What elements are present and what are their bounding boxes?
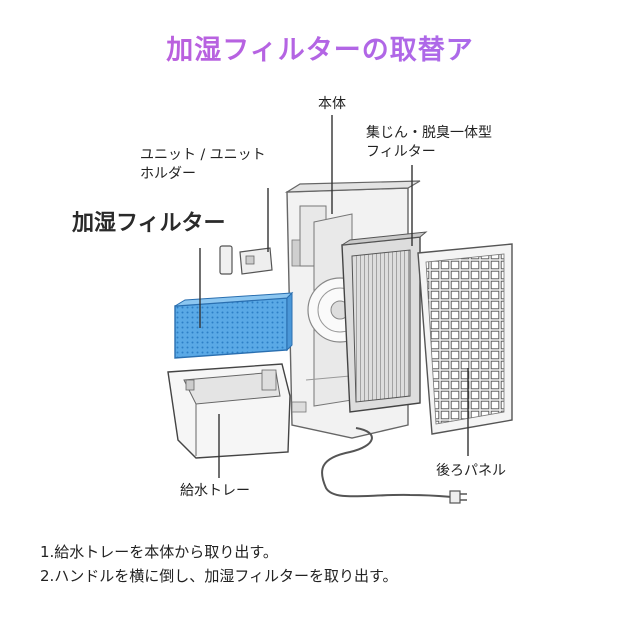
- label-unit-holder-line1: ユニット / ユニット: [140, 147, 266, 163]
- leader-lines: [199, 115, 469, 478]
- water-tray: [167, 363, 291, 459]
- label-humidifying-filter: 加湿フィルター: [72, 211, 226, 236]
- rear-panel: [417, 243, 513, 435]
- step-1: 1.給水トレーを本体から取り出す。: [40, 543, 278, 561]
- unit-holder: [219, 245, 273, 275]
- instruction-steps: 1.給水トレーを本体から取り出す。 2.ハンドルを横に倒し、加湿フィルターを取り…: [40, 540, 398, 588]
- plug: [449, 490, 467, 504]
- label-dust-filter-line1: 集じん・脱臭一体型: [366, 125, 492, 141]
- step-2: 2.ハンドルを横に倒し、加湿フィルターを取り出す。: [40, 567, 398, 585]
- label-main-body: 本体: [318, 96, 346, 112]
- label-rear-panel: 後ろパネル: [436, 463, 506, 479]
- label-water-tray: 給水トレー: [180, 483, 250, 499]
- dust-deodorize-filter: [341, 231, 428, 413]
- humidifying-filter: [174, 291, 294, 359]
- label-unit-holder-line2: ホルダー: [140, 166, 196, 182]
- page-title: 加湿フィルターの取替ア: [0, 28, 640, 67]
- label-dust-filter-line2: フィルター: [366, 144, 436, 160]
- power-cord: [321, 427, 453, 498]
